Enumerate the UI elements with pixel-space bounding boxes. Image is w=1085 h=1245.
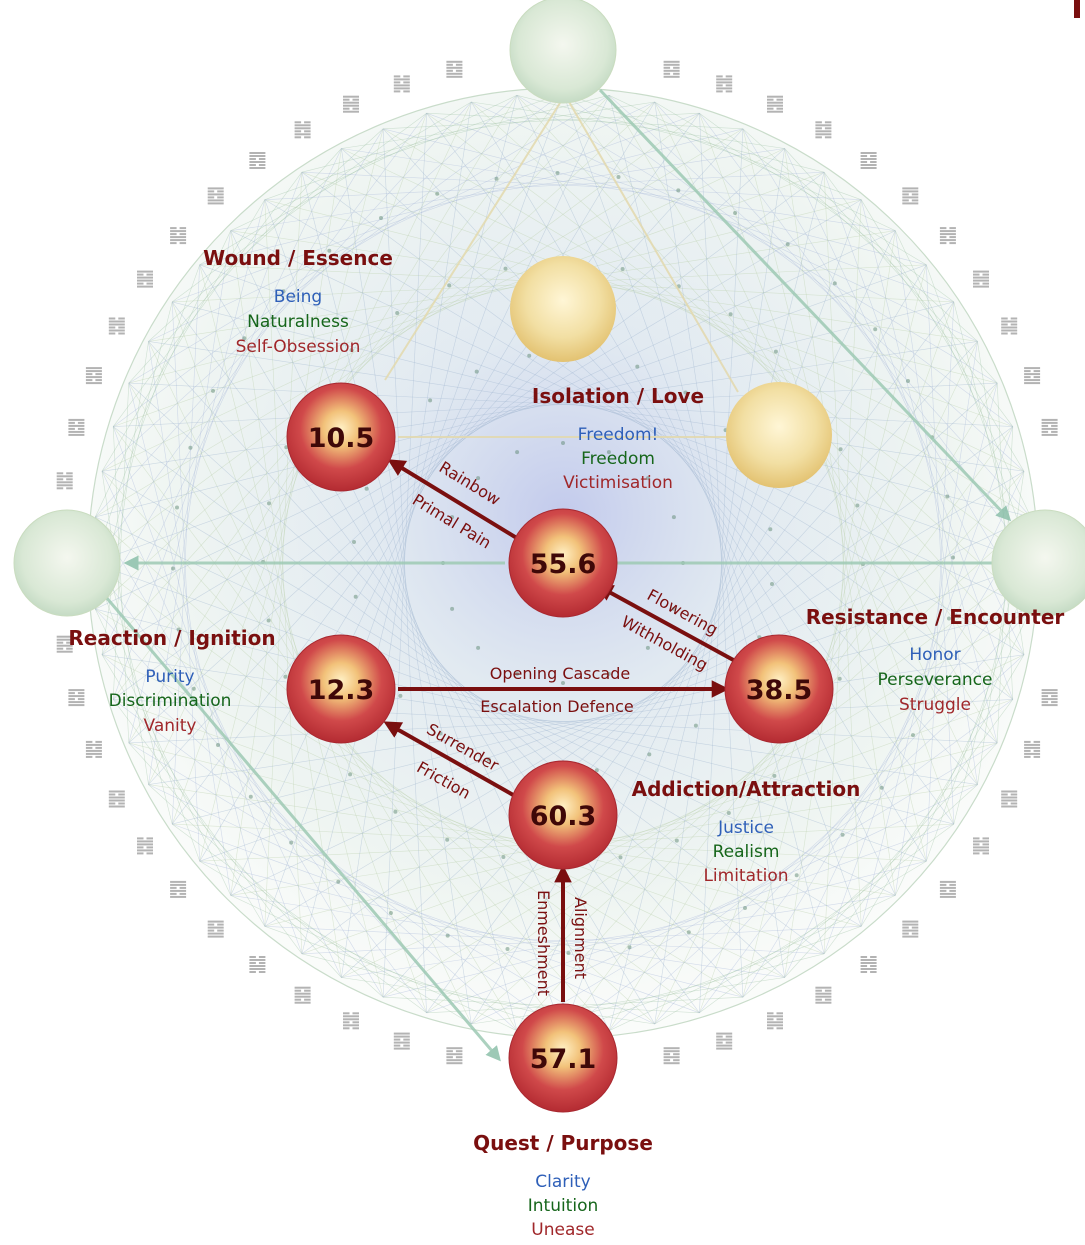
group-q3-addiction: Limitation — [703, 866, 788, 886]
edge-label-opening-cascade: Opening Cascade — [490, 664, 630, 683]
group-q1-wound: Being — [274, 287, 322, 307]
node-label-57-1: 57.1 — [530, 1044, 597, 1075]
group-q1-addiction: Justice — [717, 818, 774, 838]
group-q3-reaction: Vanity — [144, 716, 197, 736]
node-38-5: 38.5 — [724, 634, 834, 744]
group-addiction-attraction: Addiction/Attraction Justice Realism Lim… — [632, 777, 861, 886]
group-q1-resistance: Honor — [909, 645, 960, 665]
group-q1-quest: Clarity — [535, 1172, 590, 1192]
top-green-sphere — [509, 0, 617, 104]
group-q3-isolation: Victimisation — [563, 473, 673, 493]
group-q3-quest: Unease — [531, 1220, 594, 1240]
arrow-38-to-55 — [595, 584, 738, 664]
group-wound-essence: Wound / Essence Being Naturalness Self-O… — [203, 246, 393, 357]
node-label-12-3: 12.3 — [308, 675, 375, 706]
node-label-60-3: 60.3 — [530, 801, 597, 832]
group-title-addiction: Addiction/Attraction — [632, 777, 861, 801]
node-label-10-5: 10.5 — [308, 423, 375, 454]
group-q3-wound: Self-Obsession — [236, 337, 361, 357]
group-q2-resistance: Perseverance — [878, 670, 993, 690]
group-q2-reaction: Discrimination — [109, 691, 232, 711]
group-title-isolation: Isolation / Love — [532, 384, 704, 408]
node-10-5: 10.5 — [286, 382, 396, 492]
group-q1-reaction: Purity — [145, 667, 194, 687]
group-q2-wound: Naturalness — [247, 312, 349, 332]
node-12-3: 12.3 — [286, 634, 396, 744]
edge-12-to-38: Opening Cascade Escalation Defence — [398, 664, 730, 716]
group-quest-purpose: Quest / Purpose Clarity Intuition Unease — [473, 1131, 653, 1240]
group-title-quest: Quest / Purpose — [473, 1131, 653, 1155]
edge-57-to-60: Enmeshment Alignment — [534, 864, 590, 1002]
group-q2-quest: Intuition — [528, 1196, 599, 1216]
arrow-60-to-12 — [383, 721, 516, 798]
group-title-reaction: Reaction / Ignition — [68, 626, 275, 650]
group-q1-isolation: Freedom! — [578, 425, 659, 445]
outer-connection-lines — [98, 88, 1012, 1062]
node-55-6: 55.6 — [508, 508, 618, 618]
group-q3-resistance: Struggle — [899, 695, 971, 715]
edge-label-enmeshment: Enmeshment — [534, 890, 553, 996]
node-60-3: 60.3 — [508, 760, 618, 870]
arrow-55-to-10 — [387, 459, 522, 542]
node-label-55-6: 55.6 — [530, 549, 597, 580]
group-title-wound: Wound / Essence — [203, 246, 393, 270]
left-green-sphere — [13, 509, 121, 617]
edge-label-escalation-defence: Escalation Defence — [480, 697, 633, 716]
group-q2-isolation: Freedom — [581, 449, 655, 469]
group-isolation-love: Isolation / Love Freedom! Freedom Victim… — [532, 384, 704, 493]
group-reaction-ignition: Reaction / Ignition Purity Discriminatio… — [68, 626, 275, 736]
upper-gold-sphere — [510, 256, 616, 362]
right-gold-sphere — [726, 382, 832, 488]
corner-bar — [1074, 0, 1080, 18]
node-label-38-5: 38.5 — [746, 675, 813, 706]
hexagram-ring — [56, 60, 1058, 1065]
group-q2-addiction: Realism — [713, 842, 780, 862]
edge-label-alignment: Alignment — [571, 897, 590, 979]
group-title-resistance: Resistance / Encounter — [806, 605, 1065, 629]
group-resistance-encounter: Resistance / Encounter Honor Perseveranc… — [806, 605, 1065, 715]
node-57-1: 57.1 — [508, 1003, 618, 1113]
mandala-web — [92, 92, 1034, 1034]
right-green-sphere — [991, 509, 1085, 617]
